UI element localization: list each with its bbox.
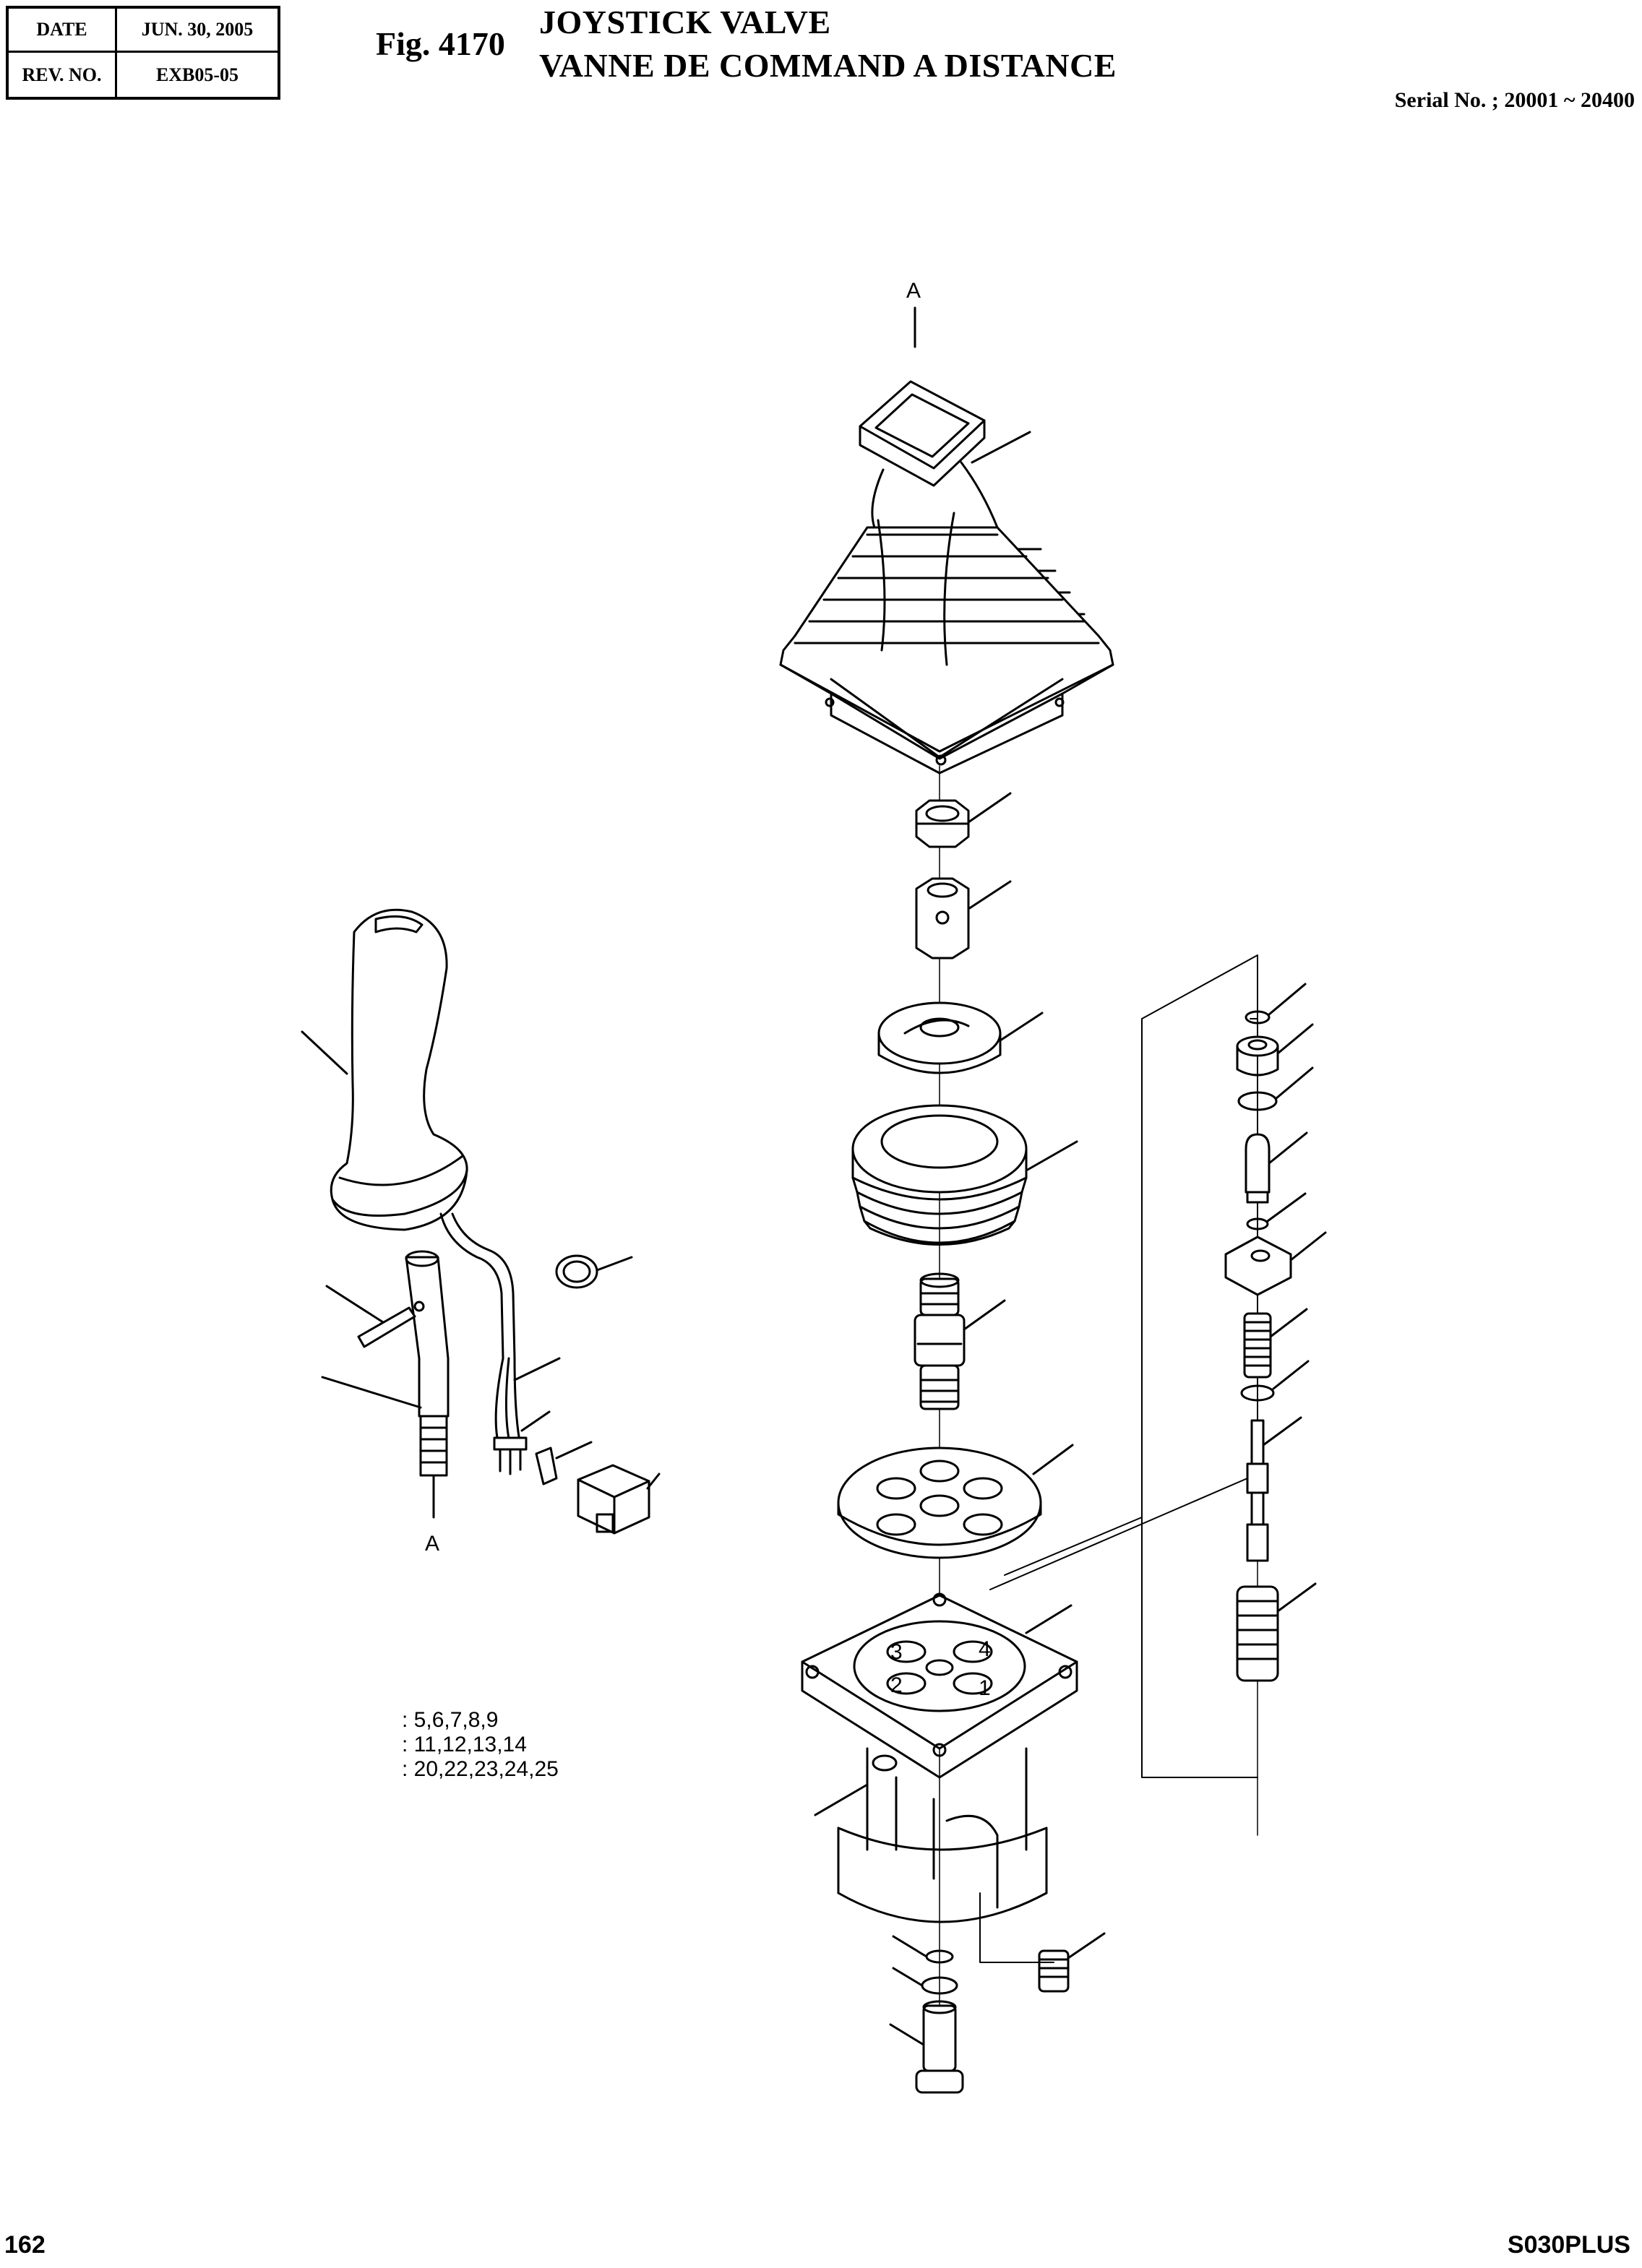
section-marker-top: A	[906, 279, 921, 303]
legend-line-3: : 20,22,23,24,25	[402, 1757, 559, 1781]
leader-bottom-o-ring-small	[892, 1935, 928, 1958]
leader-plug-screw	[1067, 1932, 1106, 1959]
bracket-line-top	[1141, 954, 1258, 1019]
plug-screw	[1038, 1949, 1070, 1993]
page-number: 162	[4, 2231, 46, 2259]
swash-disc	[877, 1001, 1002, 1074]
legend-line-2: : 11,12,13,14	[402, 1733, 527, 1756]
bottom-spool	[915, 2000, 964, 2094]
seal-housing	[851, 1104, 1028, 1246]
stack-o-ring	[1237, 1091, 1278, 1111]
lever-grip	[330, 908, 468, 1231]
leader-lever-cable	[513, 1357, 561, 1381]
leader-coupling	[967, 880, 1012, 910]
title-english: JOYSTICK VALVE	[539, 4, 831, 40]
leader-port-plate	[1032, 1444, 1074, 1475]
leader-nut	[967, 792, 1012, 824]
port-number-2: 2	[890, 1673, 903, 1697]
leader-stack-push-rod	[1268, 1131, 1308, 1165]
leader-bottom-o-ring-large	[892, 1967, 924, 1987]
lever-pin	[357, 1306, 416, 1348]
universal-joint	[914, 1272, 966, 1410]
leader-stack-spring	[1269, 1308, 1308, 1338]
stack-washer-top	[1245, 1010, 1271, 1025]
figure-number: Fig. 4170	[376, 25, 505, 62]
stack-spring	[1243, 1312, 1272, 1379]
leader-stack-spool	[1262, 1416, 1302, 1446]
date-value: JUN. 30, 2005	[117, 9, 278, 53]
leader-valve-body	[1025, 1604, 1073, 1634]
leader-lever-pin	[325, 1285, 384, 1324]
hex-nut	[915, 799, 970, 848]
rev-label: REV. NO.	[9, 53, 117, 97]
port-number-1: 1	[979, 1676, 991, 1700]
port-number-4: 4	[979, 1637, 991, 1661]
stack-spring-seat	[1224, 1236, 1292, 1296]
model-name: S030PLUS	[1507, 2231, 1630, 2259]
leader-bottom-spool	[889, 2023, 925, 2046]
leader-lever-grip	[301, 1030, 348, 1075]
leader-wire-terminals	[520, 1410, 551, 1432]
leader-stack-return-spring	[1276, 1582, 1317, 1613]
stack-spool	[1246, 1419, 1269, 1562]
leader-universal-joint	[963, 1299, 1006, 1331]
coupling	[915, 877, 970, 960]
stack-washer	[1240, 1384, 1275, 1402]
plug-reference-line	[979, 1892, 1054, 1963]
stack-return-spring	[1236, 1585, 1279, 1682]
stack-small-ring	[1246, 1217, 1269, 1230]
lever-shaft	[405, 1250, 450, 1477]
leader-stack-washer-top	[1268, 983, 1307, 1016]
leader-stack-small-ring	[1266, 1192, 1307, 1223]
leader-stack-spring-seat	[1289, 1231, 1327, 1262]
legend-line-1: : 5,6,7,8,9	[402, 1708, 499, 1732]
bracket-line-mid	[1004, 1517, 1143, 1576]
serial-range: Serial No. ; 20001 ~ 20400	[1394, 88, 1635, 112]
bracket-line-left	[1141, 1018, 1258, 1778]
rubber-boot	[779, 380, 1114, 775]
leader-seal-housing	[1025, 1140, 1078, 1172]
terminal-retainer	[535, 1446, 558, 1486]
port-number-3: 3	[890, 1640, 903, 1664]
date-label: DATE	[9, 9, 117, 53]
leader-stack-cap	[1276, 1023, 1314, 1055]
stack-cap	[1236, 1035, 1279, 1077]
rev-value: EXB05-05	[155, 64, 239, 85]
section-marker-bottom: A	[425, 1532, 439, 1556]
leader-stack-washer	[1272, 1360, 1310, 1390]
leader-terminal-retainer	[555, 1441, 593, 1459]
leader-boot	[971, 431, 1031, 464]
leader-stack-o-ring	[1275, 1066, 1314, 1100]
leader-cable-clamp	[596, 1256, 633, 1272]
cable-clamp	[555, 1254, 598, 1289]
connector-housing	[577, 1464, 650, 1535]
kit-legend: : 5,6,7,8,9 : 11,12,13,14 : 20,22,23,24,…	[402, 1708, 559, 1782]
leader-connector-housing	[646, 1473, 661, 1490]
revision-info-table: DATE JUN. 30, 2005 REV. NO. EXB05-05	[6, 6, 280, 100]
title-french: VANNE DE COMMAND A DISTANCE	[539, 47, 1117, 84]
stack-push-rod	[1245, 1133, 1271, 1204]
wire-terminals	[493, 1436, 528, 1475]
valve-body	[801, 1592, 1078, 1923]
lever-cable	[439, 1212, 522, 1446]
leader-lever-shaft	[321, 1376, 422, 1409]
leader-disc	[999, 1012, 1044, 1042]
port-plate	[837, 1446, 1042, 1559]
leader-valve-body-plug	[814, 1783, 869, 1816]
